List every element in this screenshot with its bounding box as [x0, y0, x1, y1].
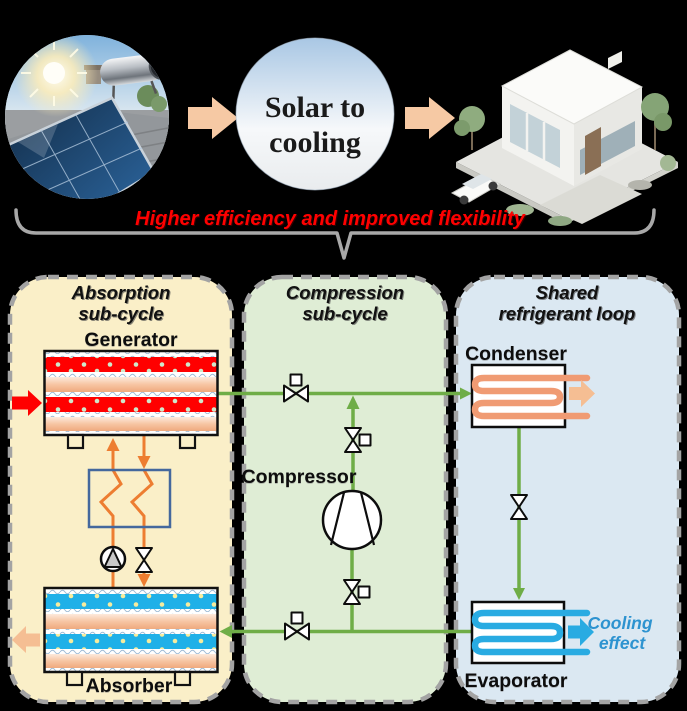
cooling-effect-text-line2: effect	[599, 633, 647, 653]
arrowhead-into-evaporator	[513, 588, 525, 600]
tagline-text: Higher efficiency and improved flexibili…	[135, 208, 526, 230]
tree-shape	[454, 93, 676, 171]
compression-panel-title-line2: sub-cycle	[302, 303, 387, 324]
absorber-label: Absorber	[86, 675, 173, 697]
condenser-coil	[471, 374, 591, 420]
shared-loop-panel-title-line2: refrigerant loop	[499, 303, 636, 324]
arrowhead-into-condenser	[460, 387, 472, 400]
absorption-panel-title-line1: Absorption	[71, 282, 171, 303]
flow-arrow-right-icon	[188, 97, 238, 139]
brace-bracket-shape	[14, 208, 656, 260]
compression-panel	[241, 274, 449, 705]
bubble-text-line2: cooling	[269, 126, 361, 159]
modern-house-photo	[450, 49, 678, 226]
car-shape	[450, 174, 502, 205]
evaporator-label: Evaporator	[465, 670, 568, 692]
condenser-unit	[470, 363, 591, 429]
generator-foot	[66, 433, 85, 450]
house-building-shape	[500, 49, 644, 186]
absorber-foot	[65, 670, 84, 687]
heat-exchanger-box	[87, 468, 172, 529]
compressor-icon	[321, 489, 383, 551]
absorption-panel-title-line2: sub-cycle	[78, 303, 163, 324]
condenser-label: Condenser	[465, 343, 567, 365]
solar-to-cooling-bubble: Solar to cooling	[235, 37, 395, 191]
arrowhead-into-hx	[137, 456, 151, 469]
flow-arrow-right-icon	[405, 97, 455, 139]
sun-shape	[14, 35, 98, 117]
pipe-detail-shape	[60, 205, 84, 212]
heat-input-arrow-icon	[12, 390, 42, 416]
shared-loop-panel-title-line1: Shared	[536, 282, 599, 303]
arrowhead-up-junction	[346, 395, 360, 409]
shrubs-shape	[506, 180, 652, 226]
compression-panel-title-line1: Compression	[286, 282, 404, 303]
bubble-text-line1: Solar to	[265, 91, 365, 124]
evaporator-unit	[470, 600, 591, 665]
condenser-heat-out-arrow-icon	[569, 380, 595, 407]
cooling-effect-arrow-icon	[568, 618, 594, 646]
tree-shape	[137, 85, 167, 112]
absorber-foot	[173, 670, 192, 687]
generator-unit	[43, 349, 219, 450]
arrowhead-into-absorber-solution	[137, 574, 151, 587]
cooling-effect-text-line1: Cooling	[587, 613, 652, 633]
evaporator-coil	[471, 609, 591, 656]
absorber-unit	[43, 586, 219, 687]
heat-reject-arrow-icon	[12, 626, 40, 653]
solution-pump-icon	[99, 545, 127, 573]
compressor-label: Compressor	[242, 466, 357, 488]
generator-foot	[178, 433, 197, 450]
generator-label: Generator	[84, 329, 178, 351]
arrowhead-into-absorber	[219, 625, 232, 638]
arrowhead-into-generator	[106, 438, 120, 451]
solution-loop	[87, 435, 172, 588]
